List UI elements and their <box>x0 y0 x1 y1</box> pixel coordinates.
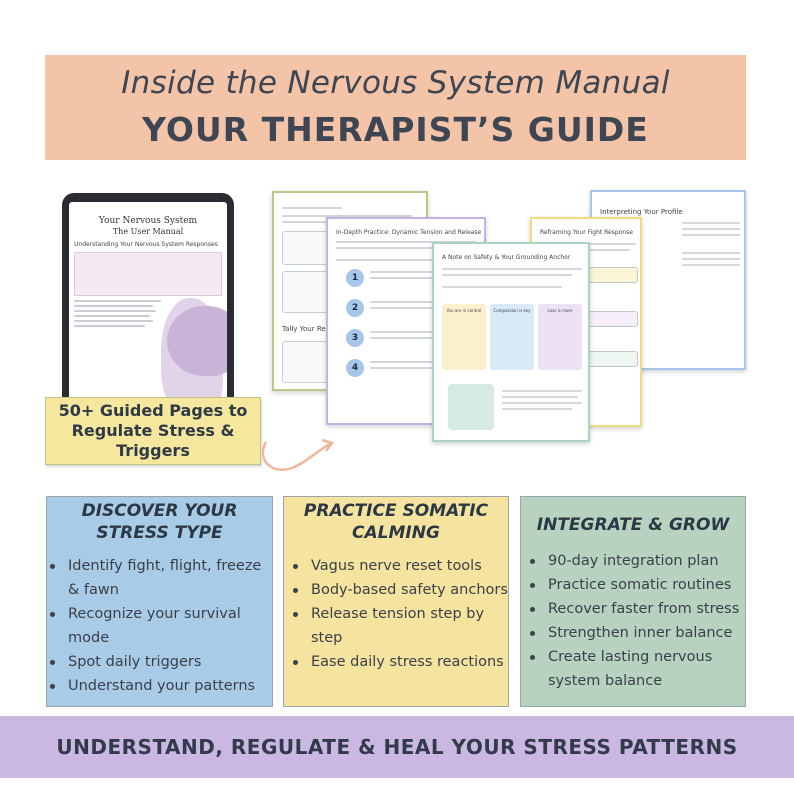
column-list: Vagus nerve reset tools Body-based safet… <box>284 554 508 674</box>
sheet2-title: In-Depth Practice: Dynamic Tension and R… <box>336 229 482 236</box>
footer-banner: UNDERSTAND, REGULATE & HEAL YOUR STRESS … <box>0 716 794 778</box>
list-item: Release tension step by step <box>293 602 508 650</box>
list-item: Spot daily triggers <box>50 650 272 674</box>
list-item: Create lasting nervous system balance <box>530 645 745 693</box>
list-item: Vagus nerve reset tools <box>293 554 508 578</box>
badge-line: Triggers <box>116 441 190 460</box>
step-number: 2 <box>346 299 364 317</box>
header-script-title: Inside the Nervous System Manual <box>121 65 670 101</box>
list-item: 90-day integration plan <box>530 549 745 573</box>
badge-line: Regulate Stress & <box>71 421 235 440</box>
footer-tagline: UNDERSTAND, REGULATE & HEAL YOUR STRESS … <box>56 735 738 759</box>
sheet5-title: A Note on Safety & Your Grounding Anchor <box>442 254 571 261</box>
column-list: Identify fight, flight, freeze & fawn Re… <box>47 554 272 698</box>
guided-pages-badge: 50+ Guided Pages to Regulate Stress & Tr… <box>45 397 261 465</box>
sheet5-col-1: You are in control <box>446 308 482 313</box>
header-main-title: YOUR THERAPIST’S GUIDE <box>142 110 649 149</box>
worksheet-preview-safety-anchor: A Note on Safety & Your Grounding Anchor… <box>432 242 590 442</box>
sheet3-title: Reframing Your Fight Response <box>540 229 633 236</box>
list-item: Ease daily stress reactions <box>293 650 508 674</box>
tablet-subtitle: The User Manual <box>112 227 184 236</box>
tablet-title: Your Nervous System <box>98 216 198 226</box>
list-item: Body-based safety anchors <box>293 578 508 602</box>
curved-arrow-icon <box>261 438 335 471</box>
list-item: Recover faster from stress <box>530 597 745 621</box>
list-item: Understand your patterns <box>50 674 272 698</box>
step-number: 3 <box>346 329 364 347</box>
step-number: 4 <box>346 359 364 377</box>
sheet4-title: Interpreting Your Profile <box>600 208 683 216</box>
list-item: Identify fight, flight, freeze & fawn <box>50 554 272 602</box>
sheet5-col-2: Compassion is key <box>493 308 531 313</box>
list-item: Strengthen inner balance <box>530 621 745 645</box>
column-title: INTEGRATE & GROW <box>536 515 730 535</box>
sheet5-col-3: Less is more <box>547 308 573 313</box>
brain-illustration <box>167 306 227 376</box>
tablet-heading: Understanding Your Nervous System Respon… <box>74 241 218 248</box>
badge-line: 50+ Guided Pages to <box>58 401 248 420</box>
column-list: 90-day integration plan Practice somatic… <box>521 549 745 693</box>
header-banner: Inside the Nervous System Manual YOUR TH… <box>45 55 746 160</box>
sheet1-title: Tally Your Results <box>282 325 343 333</box>
list-item: Recognize your survival mode <box>50 602 272 650</box>
column-integrate: INTEGRATE & GROW 90-day integration plan… <box>520 496 746 707</box>
list-item: Practice somatic routines <box>530 573 745 597</box>
step-number: 1 <box>346 269 364 287</box>
